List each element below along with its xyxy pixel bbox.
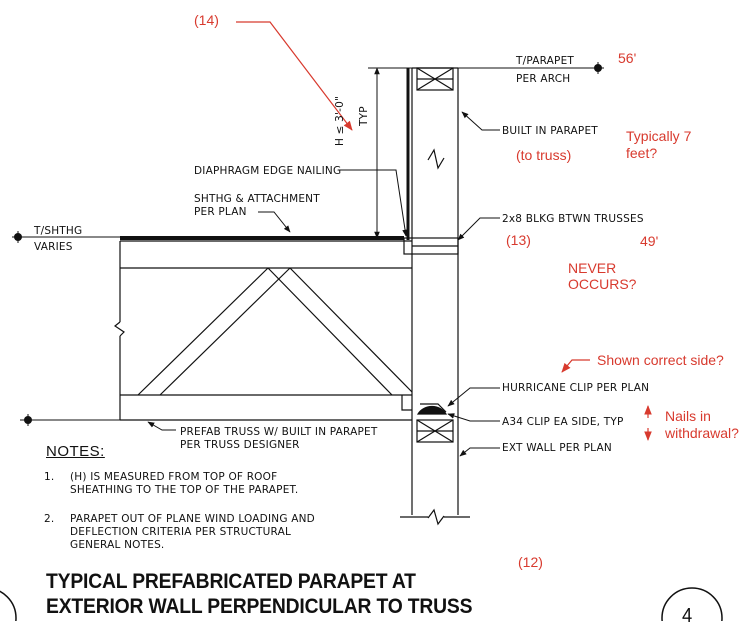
redline-ref-14: (14) <box>194 12 219 28</box>
per-arch-label: PER ARCH <box>516 73 571 85</box>
note-1-line-2: SHEATHING TO THE TOP OF THE PARAPET. <box>70 484 299 496</box>
note-2-line-3: GENERAL NOTES. <box>70 539 165 551</box>
prefab-truss-designer-label: PER TRUSS DESIGNER <box>180 439 300 451</box>
leaders <box>20 67 596 457</box>
dimension-typ-label: TYP <box>358 106 370 126</box>
shthg-attachment-label: SHTHG & ATTACHMENT <box>194 193 320 205</box>
detail-circles <box>0 587 723 621</box>
detail-number: 4 <box>682 605 693 627</box>
built-in-parapet-label: BUILT IN PARAPET <box>502 125 598 137</box>
ext-wall-label: EXT WALL PER PLAN <box>502 442 612 454</box>
level-markers <box>12 62 604 426</box>
note-1-number: 1. <box>44 471 55 483</box>
redline-occurs: OCCURS? <box>568 276 637 292</box>
redline-feet: feet? <box>626 145 658 161</box>
diaphragm-edge-nailing-label: DIAPHRAGM EDGE NAILING <box>194 165 342 177</box>
prefab-truss-label: PREFAB TRUSS W/ BUILT IN PARAPET <box>180 426 378 438</box>
redline-typically-7: Typically 7 <box>626 128 692 144</box>
t-parapet-label: T/PARAPET <box>516 55 575 67</box>
shthg-per-plan-label: PER PLAN <box>194 206 247 218</box>
roof-truss <box>113 236 448 421</box>
redline-withdrawal: withdrawal? <box>665 425 739 441</box>
redline-arrows <box>236 21 652 441</box>
redline-never: NEVER <box>568 260 617 276</box>
notes-title: NOTES: <box>46 443 105 460</box>
wall-structure <box>400 67 470 526</box>
redline-49ft: 49' <box>640 233 659 249</box>
redline-nails-in: Nails in <box>665 408 711 424</box>
note-2-line-2: DEFLECTION CRITERIA PER STRUCTURAL <box>70 526 292 538</box>
redline-to-truss: (to truss) <box>516 147 572 163</box>
dimension-h-label: H ≤ 3'-0" <box>334 95 346 146</box>
note-1-line-1: (H) IS MEASURED FROM TOP OF ROOF <box>70 471 278 483</box>
t-shthg-label: T/SHTHG <box>34 225 83 237</box>
blkg-label: 2x8 BLKG BTWN TRUSSES <box>502 213 644 225</box>
dimension-h <box>368 67 412 239</box>
note-2-number: 2. <box>44 513 55 525</box>
redline-56ft: 56' <box>618 50 637 66</box>
note-2-line-1: PARAPET OUT OF PLANE WIND LOADING AND <box>70 513 315 525</box>
detail-title-line-1: TYPICAL PREFABRICATED PARAPET AT <box>46 570 416 593</box>
varies-label: VARIES <box>34 241 73 253</box>
hurricane-clip-label: HURRICANE CLIP PER PLAN <box>502 382 650 394</box>
a34-clip-label: A34 CLIP EA SIDE, TYP <box>502 416 624 428</box>
redline-ref-13: (13) <box>506 232 531 248</box>
redline-ref-12: (12) <box>518 554 543 570</box>
detail-title-line-2: EXTERIOR WALL PERPENDICULAR TO TRUSS <box>46 595 473 618</box>
redline-shown-correct-side: Shown correct side? <box>597 352 724 368</box>
